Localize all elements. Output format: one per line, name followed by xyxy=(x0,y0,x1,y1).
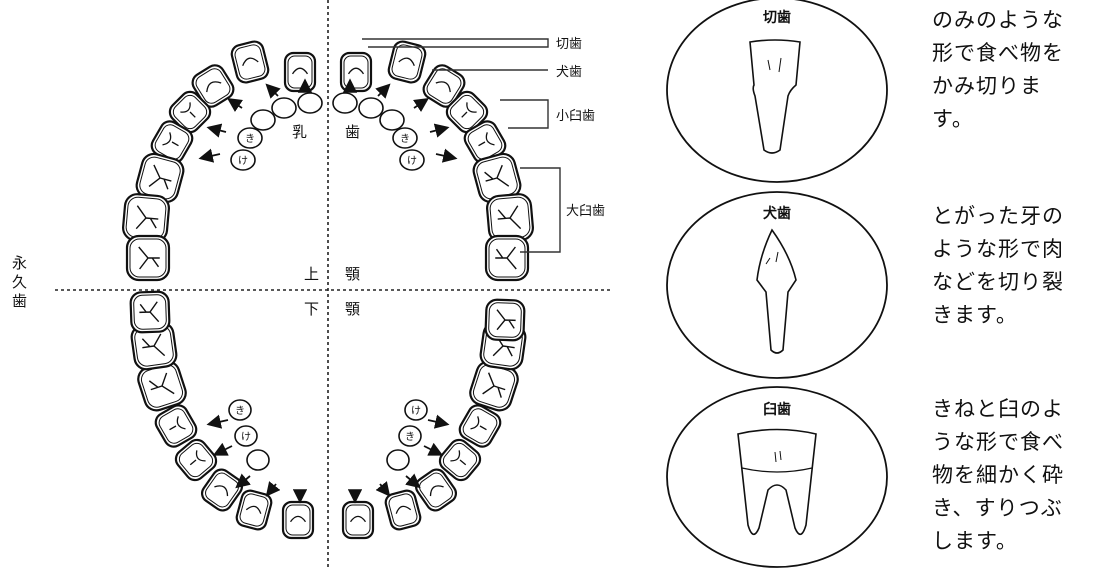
primary-tooth-mark-6: け xyxy=(241,431,251,443)
primary-tooth-1 xyxy=(298,93,322,113)
upper-tooth-15 xyxy=(127,236,169,280)
upper-tooth-2 xyxy=(341,53,371,91)
lower-tooth-1 xyxy=(283,502,313,538)
label-upper-jaw-2: 顎 xyxy=(345,265,360,283)
primary-tooth-4 xyxy=(359,98,383,118)
upper-tooth-1 xyxy=(285,53,315,91)
label-lower-jaw-2: 顎 xyxy=(345,300,360,318)
primary-tooth-mark-4: け xyxy=(407,155,417,167)
label-permanent-teeth-2: 久 xyxy=(12,273,27,291)
label-permanent-teeth-3: 歯 xyxy=(12,292,27,310)
primary-tooth-mark-1: き xyxy=(245,133,255,145)
molar-panel: 臼歯 xyxy=(667,387,887,567)
primary-tooth-5 xyxy=(251,110,275,130)
eruption-arrow-17 xyxy=(216,446,232,454)
canine-title: 犬歯 xyxy=(763,205,791,222)
eruption-arrow-20 xyxy=(428,420,446,424)
label-molar: 大臼歯 xyxy=(566,204,605,219)
primary-tooth-mark-3: き xyxy=(400,133,410,145)
label-premolar: 小臼歯 xyxy=(556,109,595,124)
eruption-arrow-8 xyxy=(430,128,446,132)
canine-description: とがった牙の ような形で肉 などを切り裂 きます。 xyxy=(932,200,1100,332)
primary-tooth-mark-2: け xyxy=(238,155,248,167)
eruption-arrow-9 xyxy=(202,154,220,158)
canine-panel: 犬歯 xyxy=(667,192,887,378)
eruption-arrow-3 xyxy=(268,86,278,96)
eruption-arrow-19 xyxy=(210,420,228,424)
eruption-arrow-13 xyxy=(268,484,276,494)
lower-tooth-2 xyxy=(343,502,373,538)
eruption-arrow-14 xyxy=(380,484,388,494)
eruption-arrow-4 xyxy=(378,86,388,96)
eruption-arrow-6 xyxy=(414,100,426,108)
label-primary-teeth-1: 乳 xyxy=(292,123,307,141)
lower-tooth-4 xyxy=(384,489,422,532)
upper-jaw-teeth xyxy=(122,40,534,280)
lower-tooth-3 xyxy=(235,489,273,532)
label-permanent-teeth-1: 永 xyxy=(12,254,27,272)
premolar-bracket xyxy=(500,100,548,128)
lower-tooth-15 xyxy=(130,291,169,332)
eruption-arrow-7 xyxy=(210,128,226,132)
eruption-arrow-18 xyxy=(424,446,440,454)
primary-tooth-6 xyxy=(380,110,404,130)
label-primary-teeth-2: 歯 xyxy=(345,123,360,141)
primary-tooth-3 xyxy=(272,98,296,118)
label-canine: 犬歯 xyxy=(556,65,582,80)
incisor-title: 切歯 xyxy=(763,9,791,26)
primary-lower-tooth-6 xyxy=(387,450,409,470)
lower-tooth-16 xyxy=(485,299,524,340)
label-upper-jaw-1: 上 xyxy=(304,265,319,283)
incisor-bracket xyxy=(362,39,548,47)
primary-tooth-mark-7: け xyxy=(411,405,421,417)
molar-description: きねと臼のよ うな形で食べ 物を細かく砕 き、すりつぶ します。 xyxy=(932,393,1100,558)
eruption-arrow-16 xyxy=(406,476,418,486)
upper-tooth-16 xyxy=(486,236,528,280)
label-lower-jaw-1: 下 xyxy=(304,300,319,318)
label-incisor: 切歯 xyxy=(556,37,582,52)
primary-tooth-mark-5: き xyxy=(235,405,245,417)
upper-tooth-3 xyxy=(230,40,270,85)
primary-tooth-mark-8: き xyxy=(405,431,415,443)
primary-lower-tooth-5 xyxy=(247,450,269,470)
primary-tooth-2 xyxy=(333,93,357,113)
eruption-arrow-10 xyxy=(436,154,454,158)
incisor-panel: 切歯 xyxy=(667,0,887,182)
incisor-description: のみのような 形で食べ物を かみ切りま す。 xyxy=(932,4,1100,136)
molar-title: 臼歯 xyxy=(763,401,791,418)
eruption-arrow-5 xyxy=(230,100,242,108)
